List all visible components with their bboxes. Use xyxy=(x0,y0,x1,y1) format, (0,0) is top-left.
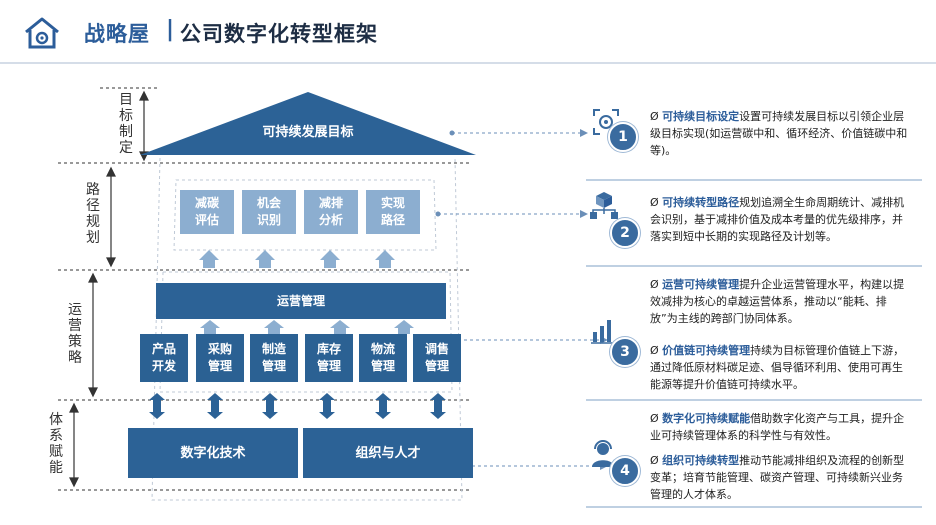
item-3b-text: Ø 价值链可持续管理持续为目标管理价值链上下游，通过降低原材料碳足迹、倡导循环利… xyxy=(650,342,912,393)
ops-box-sales: 调售 管理 xyxy=(413,334,461,382)
item-2-lead: 可持续转型路径 xyxy=(662,196,740,209)
stage-label-path-planning: 路径规划 xyxy=(86,182,100,246)
item-1-lead: 可持续目标设定 xyxy=(662,110,740,123)
ops-box-manufacturing: 制造 管理 xyxy=(250,334,298,382)
item-3b-body: 持续为目标管理价值链上下游，通过降低原材料碳足迹、倡导循环利用、使用可再生能源等… xyxy=(650,344,905,391)
bullet-marker: Ø xyxy=(650,454,659,467)
item-4a-lead: 数字化可持续赋能 xyxy=(662,412,751,425)
item-1-text: Ø 可持续目标设定设置可持续发展目标以引领企业层级目标实现(如运营碳中和、循环经… xyxy=(650,108,912,159)
ops-box-logistics: 物流 管理 xyxy=(359,334,407,382)
bullet-marker: Ø xyxy=(650,196,659,209)
bullet-marker: Ø xyxy=(650,110,659,123)
bullet-marker: Ø xyxy=(650,278,659,291)
brand-name: 战略屋 xyxy=(84,22,150,46)
foundation-digital-technology: 数字化技术 xyxy=(128,428,298,478)
item-2-text: Ø 可持续转型路径规划追溯全生命周期统计、减排机会识别，基于减排价值及成本考量的… xyxy=(650,194,912,245)
stage-label-operation-strategy: 运营策略 xyxy=(68,302,82,366)
person-headset-icon xyxy=(592,440,614,467)
item-3a-lead: 运营可持续管理 xyxy=(662,278,740,291)
cubes-network-icon xyxy=(590,192,618,219)
roof-label: 可持续发展目标 xyxy=(262,124,354,140)
page-title: 公司数字化转型框架 xyxy=(180,22,378,46)
item-number-badge-4: 4 xyxy=(610,456,640,486)
item-2-body: 规划追溯全生命周期统计、减排机会识别，基于减排价值及成本考量的优先级排序，并落实… xyxy=(650,196,905,243)
path-box-emission-analysis: 减排 分析 xyxy=(304,190,358,234)
item-4b-body: 推动节能减排组织及流程的创新型变革；培育节能管理、碳资产管理、可持续新兴业务管理… xyxy=(650,454,905,501)
stage-label-goal-setting: 目标制定 xyxy=(119,92,133,156)
item-4b-lead: 组织可持续转型 xyxy=(662,454,740,467)
header-divider xyxy=(0,62,936,64)
path-box-implementation-path: 实现 路径 xyxy=(366,190,420,234)
path-box-carbon-assessment: 减碳 评估 xyxy=(180,190,234,234)
bullet-marker: Ø xyxy=(650,412,659,425)
item-number-badge-1: 1 xyxy=(608,122,638,152)
item-4b-text: Ø 组织可持续转型推动节能减排组织及流程的创新型变革；培育节能管理、碳资产管理、… xyxy=(650,452,912,503)
item-1-body: 设置可持续发展目标以引领企业层级目标实现(如运营碳中和、循环经济、价值链碳中和等… xyxy=(650,110,908,157)
ops-box-procurement: 采购 管理 xyxy=(196,334,244,382)
foundation-organization-talent: 组织与人才 xyxy=(303,428,473,478)
item-3b-lead: 价值链可持续管理 xyxy=(662,344,751,357)
title-separator: | xyxy=(166,17,175,42)
ops-box-product-development: 产品 开发 xyxy=(140,334,188,382)
path-box-opportunity-identification: 机会 识别 xyxy=(242,190,296,234)
operations-management-bar: 运营管理 xyxy=(156,283,446,319)
item-number-badge-3: 3 xyxy=(610,337,640,367)
item-4a-body: 借助数字化资产与工具，提升企业可持续管理体系的科学性与有效性。 xyxy=(650,412,905,442)
item-4a-text: Ø 数字化可持续赋能借助数字化资产与工具，提升企业可持续管理体系的科学性与有效性… xyxy=(650,410,912,444)
ops-box-inventory: 库存 管理 xyxy=(305,334,353,382)
house-gear-icon xyxy=(25,17,59,49)
bullet-marker: Ø xyxy=(650,344,659,357)
item-3a-text: Ø 运营可持续管理提升企业运营管理水平，构建以提效减排为核心的卓越运营体系，推动… xyxy=(650,276,912,327)
item-number-badge-2: 2 xyxy=(610,218,640,248)
item-3a-body: 提升企业运营管理水平，构建以提效减排为核心的卓越运营体系，推动以“能耗、排放”为… xyxy=(650,278,905,325)
target-gear-icon xyxy=(593,109,619,135)
stage-label-system-enablement: 体系赋能 xyxy=(49,412,63,476)
